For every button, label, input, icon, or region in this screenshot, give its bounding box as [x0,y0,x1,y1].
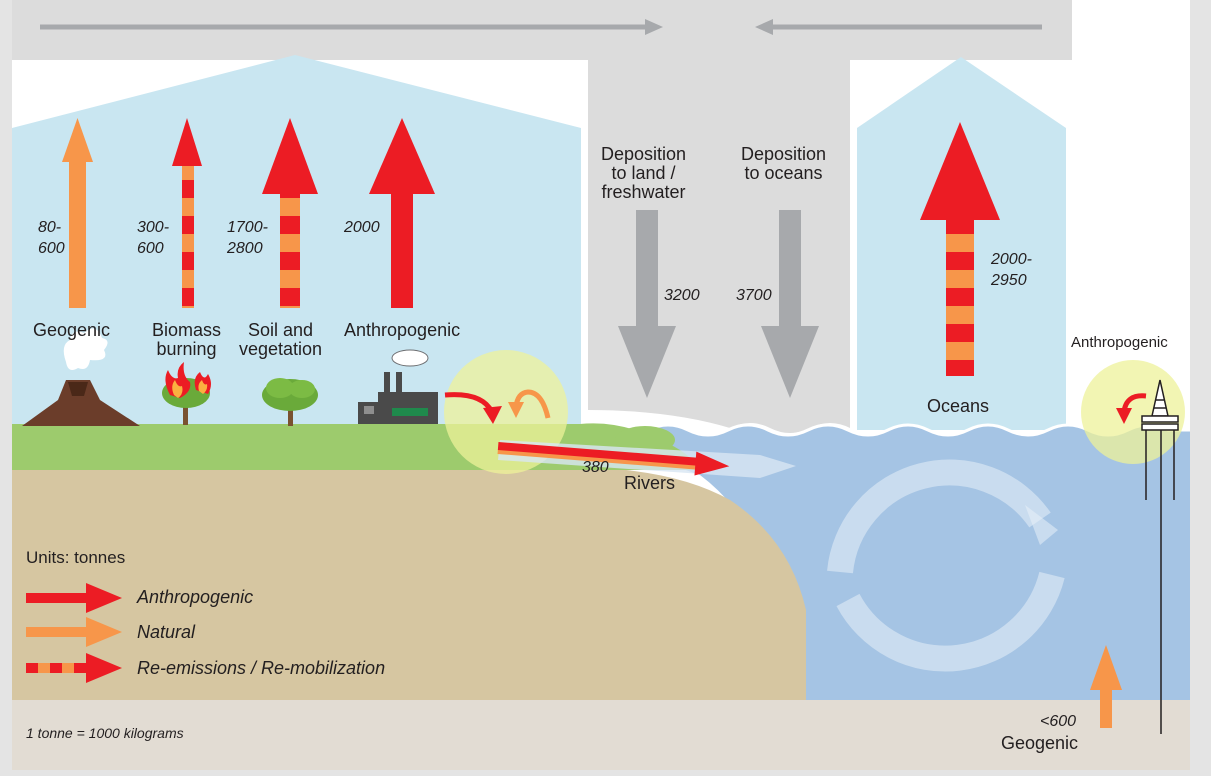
seafloor-geogenic-arrow [1090,645,1122,728]
ocean-emission-arrow [920,122,1000,376]
river-bank [615,426,675,454]
legend-natural-arrow [26,617,122,647]
anthropogenic-emission-arrow [369,118,435,308]
geogenic-value: 80-600 [38,219,65,257]
deposition-ocean-arrow [761,210,819,398]
seafloor [12,700,1190,770]
legend-natural-label: Natural [137,622,196,642]
geogenic-emission-arrow [62,118,93,308]
unit-conversion-note: 1 tonne = 1000 kilograms [26,725,184,741]
atmospheric-transport-arrow-right [40,19,663,35]
soil-vegetation-emission-arrow [262,118,318,308]
soil-vegetation-value: 1700-2800 [227,219,268,257]
atmospheric-transport-arrow-left [755,19,1042,35]
fire-tree-icon [162,362,211,425]
deposition-land-arrow [618,210,676,398]
oil-rig-icon [1141,379,1179,734]
rivers-arrow [497,442,730,476]
deposition-panel [588,60,850,433]
tree-icon [262,378,318,426]
ocean-circulation-icon [827,459,1065,672]
ocean-anthropogenic-highlight [1081,360,1185,464]
legend-anthropogenic-label: Anthropogenic [137,587,254,607]
seafloor-geogenic-value: <600 [1040,713,1077,730]
land-soil [12,468,806,700]
seafloor-geogenic-label: Geogenic [1001,733,1079,753]
volcano-icon [22,328,140,426]
geogenic-label: Geogenic [33,320,111,340]
legend-units: Units: tonnes [26,548,126,567]
rivers-value: 380 [582,459,609,476]
atmospheric-transport-band [12,0,1072,60]
ocean-surface-waves [567,423,1190,437]
oceans-value: 2000-2950 [991,251,1032,289]
deposition-land-value: 3200 [664,287,700,304]
ocean-circulation-arrowhead [1025,505,1058,545]
biomass-emission-arrow [172,118,202,308]
biomass-value: 300-600 [137,219,170,257]
factory-icon [358,349,438,424]
ocean-anthropogenic-cycle-arrow [1116,393,1147,424]
deposition-ocean-value: 3700 [736,287,772,304]
rivers-label: Rivers [624,473,676,493]
legend-reemission-label: Re-emissions / Re-mobilization [137,658,386,678]
oceans-label: Oceans [927,396,990,416]
anthropogenic-label: Anthropogenic [344,320,461,340]
ocean-anthropogenic-label: Anthropogenic [1071,334,1168,351]
reemission-cycle-icon [444,389,551,424]
legend-reemission-arrow [26,653,122,683]
anthropogenic-value: 2000 [344,219,380,236]
legend-anthropogenic-arrow [26,583,122,613]
